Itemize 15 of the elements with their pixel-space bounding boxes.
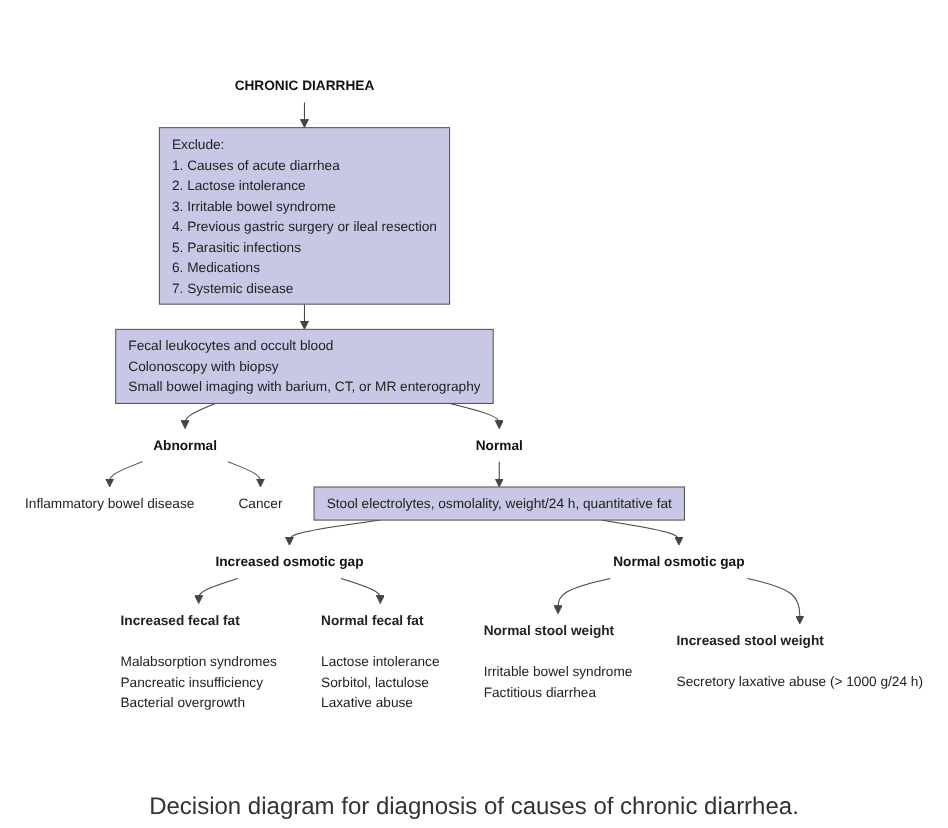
arrow (494, 461, 504, 488)
caption: Decision diagram for diagnosis of causes of chronic diarrhea. (149, 790, 799, 824)
arrow (299, 101, 310, 129)
arrow (194, 577, 239, 605)
arrow (449, 402, 504, 430)
node-box (313, 486, 685, 521)
node-box (115, 328, 494, 404)
arrow (180, 402, 216, 430)
arrow (553, 577, 611, 615)
arrow (105, 461, 143, 488)
arrow (340, 577, 385, 605)
arrow (227, 461, 266, 488)
arrow (747, 577, 805, 625)
node-box (158, 127, 451, 305)
arrow (299, 303, 310, 330)
